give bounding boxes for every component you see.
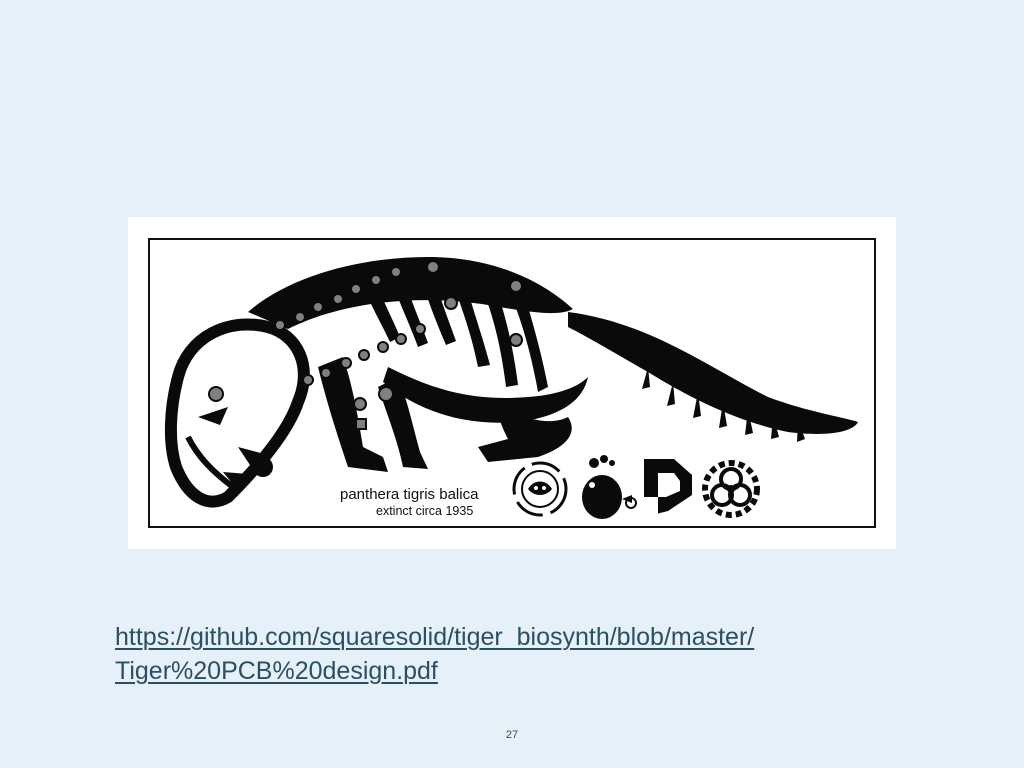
pcb-pads [208, 260, 523, 430]
tiger-pcb-svg: panthera tigris balica extinct circa 193… [148, 238, 876, 528]
chick-logo-icon [582, 455, 637, 519]
github-pdf-link[interactable]: https://github.com/squaresolid/tiger_bio… [115, 620, 935, 688]
page-number: 27 [505, 729, 519, 741]
link-line-2[interactable]: Tiger%20PCB%20design.pdf [115, 657, 438, 685]
tiger-silhouette [164, 257, 858, 508]
folded-p-logo-icon [644, 459, 692, 517]
link-line-1[interactable]: https://github.com/squaresolid/tiger_bio… [115, 623, 755, 651]
species-caption: panthera tigris balica [340, 486, 479, 503]
circular-badge-logo-icon [512, 461, 568, 517]
extinct-caption: extinct circa 1935 [376, 504, 473, 518]
biohazard-gear-logo-icon [702, 460, 760, 518]
tiger-pcb-design-image: panthera tigris balica extinct circa 193… [128, 217, 896, 549]
